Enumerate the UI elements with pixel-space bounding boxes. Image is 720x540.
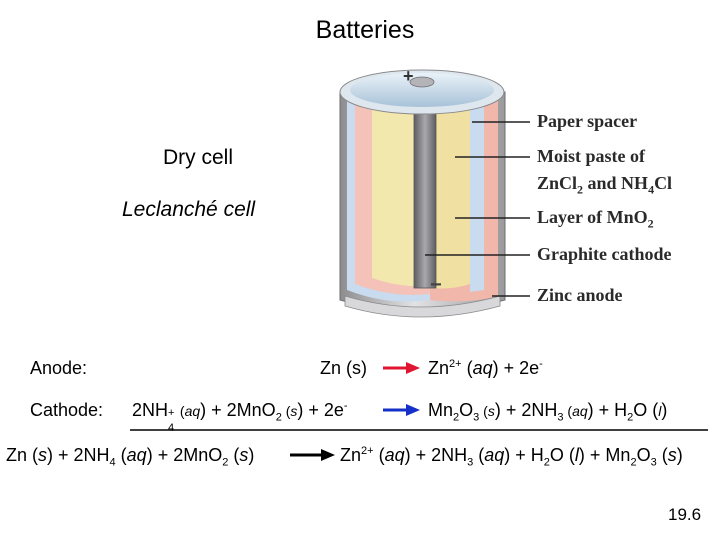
overall-products: Zn2+ (aq) + 2NH3 (aq) + H2O (l) + Mn2O3 … xyxy=(340,445,683,469)
inner-right-mno2 xyxy=(430,98,470,289)
label-graphite-cathode: Graphite cathode xyxy=(537,244,672,264)
label-moist-paste-line2: ZnCl2 and NH4Cl xyxy=(537,173,673,197)
anode-label: Anode: xyxy=(30,358,88,378)
dry-cell-label: Dry cell xyxy=(163,146,234,169)
slide-title: Batteries xyxy=(315,16,415,44)
anode-products: Zn2+ (aq) + 2e- xyxy=(428,358,543,378)
slide-number: 19.6 xyxy=(668,505,702,524)
anode-reactants: Zn (s) xyxy=(320,358,367,378)
overall-reactants: Zn (s) + 2NH4 (aq) + 2MnO2 (s) xyxy=(6,445,255,469)
anode-arrow-head xyxy=(406,362,420,374)
leclanche-cell-label: Leclanché cell xyxy=(122,198,256,221)
top-seal xyxy=(350,73,494,107)
inner-right-spacer xyxy=(470,97,484,292)
label-zinc-anode: Zinc anode xyxy=(537,285,623,305)
overall-arrow-head xyxy=(321,449,335,461)
graphite-rod xyxy=(413,91,437,289)
label-moist-paste-line1: Moist paste of xyxy=(537,146,645,166)
plus-terminal-sign: + xyxy=(403,66,414,86)
cathode-products: Mn2O3 (s) + 2NH3 (aq) + H2O (l) xyxy=(428,400,668,424)
cathode-arrow-head xyxy=(406,404,420,416)
can-base xyxy=(344,295,501,318)
cathode-label: Cathode: xyxy=(30,400,104,420)
label-paper-spacer: Paper spacer xyxy=(537,111,638,131)
label-mno2-layer: Layer of MnO2 xyxy=(537,207,654,231)
terminal-cap xyxy=(409,76,435,88)
minus-terminal-sign: − xyxy=(430,274,442,296)
cathode-reactants: 2NH+4 (aq) + 2MnO2 (s) + 2e- xyxy=(132,400,348,434)
